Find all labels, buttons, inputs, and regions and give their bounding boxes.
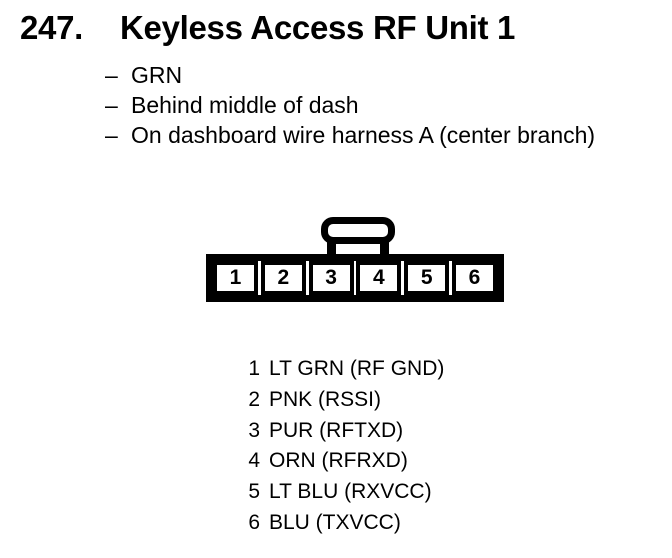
pin-cell-5: 5 <box>404 261 450 295</box>
pinout-row: 1 LT GRN (RF GND) <box>246 354 444 385</box>
connector-housing: 1 2 3 4 5 6 <box>206 254 504 302</box>
pinout-pin-label: LT BLU (RXVCC) <box>269 480 432 504</box>
dash-bullet: – <box>105 122 118 148</box>
pinout-row: 6 BLU (TXVCC) <box>246 508 444 539</box>
connector-lock-leg-left <box>327 237 336 256</box>
pinout-pin-number: 1 <box>248 357 260 380</box>
dash-bullet: – <box>105 62 118 88</box>
pin-cell-3: 3 <box>308 261 354 295</box>
pinout-pin-number: 6 <box>248 510 260 534</box>
pinout-row: 4 ORN (RFRXD) <box>246 446 444 477</box>
detail-text: Behind middle of dash <box>131 92 359 118</box>
pinout-row: 3 PUR (RFTXD) <box>246 416 444 447</box>
pinout-row: 2 PNK (RSSI) <box>246 385 444 416</box>
pinout-pin-label: PUR (RFTXD) <box>269 418 404 442</box>
pinout-pin-label: PNK (RSSI) <box>269 387 382 411</box>
pinout-pin-number: 5 <box>248 480 260 504</box>
detail-item: – On dashboard wire harness A (center br… <box>105 120 595 150</box>
section-number: 247. <box>20 9 84 46</box>
detail-notes: – GRN – Behind middle of dash – On dashb… <box>105 60 595 150</box>
detail-text: GRN <box>131 62 183 88</box>
pinout-list: 1 LT GRN (RF GND) 2 PNK (RSSI) 3 PUR (RF… <box>246 354 444 539</box>
section-title: Keyless Access RF Unit 1 <box>120 9 516 46</box>
dash-bullet: – <box>105 92 118 118</box>
section-heading: 247. Keyless Access RF Unit 1 <box>20 8 515 48</box>
detail-text: On dashboard wire harness A (center bran… <box>131 122 596 148</box>
pinout-row: 5 LT BLU (RXVCC) <box>246 477 444 508</box>
detail-item: – GRN <box>105 60 595 90</box>
pinout-pin-number: 3 <box>248 418 260 442</box>
pin-cell-4: 4 <box>356 261 402 295</box>
pin-cell-2: 2 <box>260 261 306 295</box>
pinout-pin-label: ORN (RFRXD) <box>269 449 408 473</box>
pinout-pin-number: 4 <box>248 449 260 473</box>
detail-item: – Behind middle of dash <box>105 90 595 120</box>
pinout-pin-label: LT GRN (RF GND) <box>269 357 445 380</box>
pinout-pin-label: BLU (TXVCC) <box>269 510 401 534</box>
pinout-pin-number: 2 <box>248 387 260 411</box>
pin-cell-6: 6 <box>451 261 497 295</box>
connector-lock-tab <box>321 217 395 244</box>
connector-lock-leg-right <box>380 237 389 256</box>
pin-cell-1: 1 <box>213 261 258 295</box>
